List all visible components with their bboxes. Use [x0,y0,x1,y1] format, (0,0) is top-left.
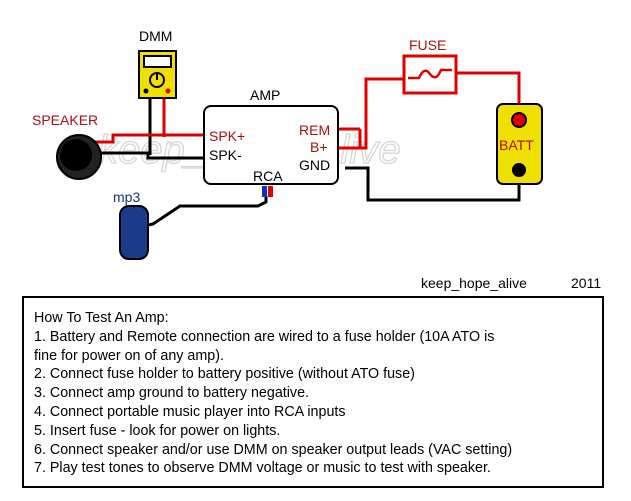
instruction-line: 5. Insert fuse - look for power on light… [34,422,281,439]
battery-negative-terminal [512,163,526,177]
instruction-line: 1. Battery and Remote connection are wir… [34,328,495,345]
batt-label: BATT [499,137,534,153]
dmm-label: DMM [139,28,172,44]
spk-plus-label: SPK+ [209,128,245,144]
wire-speaker-to-spk-plus [84,133,204,144]
credit-year: 2011 [571,275,602,291]
rca-label: RCA [253,168,283,184]
rca-inputs [262,186,273,197]
amp-label: AMP [250,87,280,103]
amp-test-wiring-diagram: keep_hope_alive DMM FUSE AMP SPK+ SPK- R… [32,28,543,260]
amp-box [203,105,339,185]
wire-speaker-to-spk-minus [84,151,204,160]
wire-mp3-to-rca [147,196,268,227]
instruction-line: 2. Connect fuse holder to battery positi… [34,366,415,383]
mp3-label: mp3 [113,189,140,205]
instruction-line: 4. Connect portable music player into RC… [34,403,346,420]
wire-fuse-to-battery [456,71,521,112]
gnd-label: GND [299,157,330,173]
instructions-box: How To Test An Amp: 1. Battery and Remot… [22,296,604,488]
fuse-holder [402,54,458,95]
fuse-label: FUSE [409,37,446,53]
mp3-player [119,205,149,260]
battery [496,103,543,185]
instruction-line: 6. Connect speaker and/or use DMM on spe… [34,441,513,458]
b-plus-label: B+ [310,139,328,155]
spk-minus-label: SPK- [209,147,242,163]
instruction-line: 3. Connect amp ground to battery negativ… [34,385,309,402]
instruction-line: 7. Play test tones to observe DMM voltag… [34,460,491,477]
wire-b-plus [338,77,404,150]
speaker-label: SPEAKER [32,112,98,128]
wire-ground-to-battery [345,166,521,202]
rem-label: REM [299,122,330,138]
instructions-title: How To Test An Amp: [34,310,169,326]
speaker [56,134,102,180]
credit-author: keep_hope_alive [421,275,527,291]
dmm-meter [138,50,177,99]
battery-positive-terminal [511,112,527,128]
instruction-line: fine for power on of any amp). [34,347,224,364]
